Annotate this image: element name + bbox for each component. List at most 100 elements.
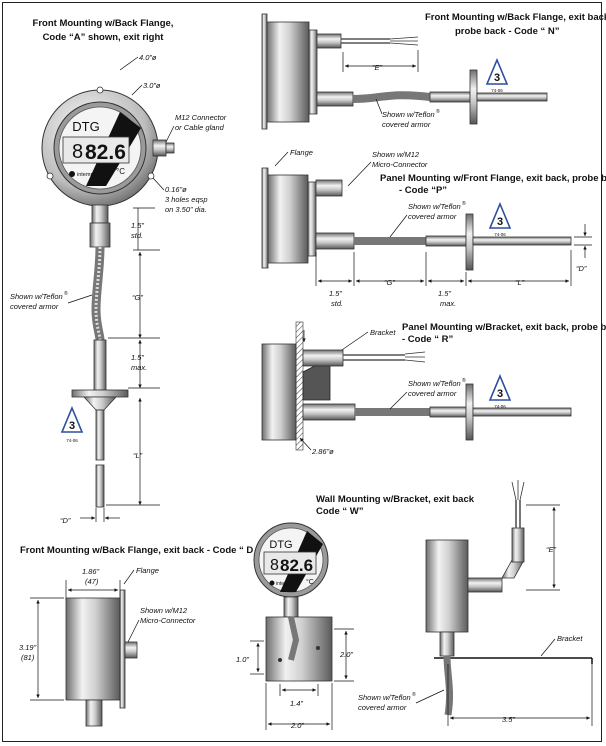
- maker-name: intempco: [77, 172, 99, 178]
- svg-text:®: ®: [412, 691, 416, 698]
- cable-wires: [389, 36, 419, 46]
- logo-number: 3: [69, 420, 75, 432]
- dim-g: “G”: [132, 293, 143, 302]
- elbow-fitting: [501, 559, 525, 579]
- cable: [343, 354, 405, 361]
- lcd-unit: °C: [306, 578, 314, 586]
- section-r-title-line1: Panel Mounting w/Bracket, exit back, pro…: [402, 322, 606, 333]
- svg-text:8: 8: [270, 557, 279, 574]
- dim-3-dia: 3.0”ø: [143, 81, 161, 90]
- micro-label-line2: Micro-Connector: [372, 160, 428, 169]
- holes-label-line2: 3 holes eqsp: [165, 195, 208, 204]
- svg-text:74-06: 74-06: [494, 232, 506, 237]
- section-w-title-line1: Wall Mounting w/Bracket, exit back: [316, 494, 475, 505]
- armor-hose: [443, 655, 454, 716]
- armor-fitting: [302, 403, 356, 421]
- probe-shaft: [476, 92, 548, 102]
- section-w-title-line2: Code “ W”: [316, 506, 364, 517]
- dim-186: 1.86”: [82, 567, 100, 576]
- leader-line: [299, 437, 312, 451]
- armor-hose: [288, 616, 300, 661]
- svg-text:3: 3: [497, 216, 503, 228]
- dim-std-value: 1.5”: [131, 221, 144, 230]
- 3a-sanitary-logo: 3 74-06: [485, 57, 509, 93]
- dim-max-value: 1.5”: [131, 353, 144, 362]
- section-w: Wall Mounting w/Bracket, exit back Code …: [236, 480, 593, 730]
- bracket-label: Bracket: [370, 328, 396, 337]
- armor-label-line1: Shown w/Teflon: [408, 202, 461, 211]
- armor-fitting: [85, 699, 103, 727]
- dim-81: (81): [21, 653, 35, 662]
- section-d: Front Mounting w/Back Flange, exit back …: [19, 545, 261, 727]
- leader-line: [131, 84, 143, 96]
- stem-fitting: [439, 631, 455, 657]
- leader-line: [375, 98, 383, 115]
- 3a-sanitary-logo: 3 74-06: [488, 201, 512, 237]
- bracket-label: Bracket: [557, 634, 583, 643]
- armor-label-line2: covered armor: [10, 302, 59, 311]
- cable-wires: [404, 351, 426, 363]
- probe-shaft: [95, 409, 105, 461]
- maker-logo-icon: [269, 580, 275, 586]
- svg-text:3: 3: [494, 72, 500, 84]
- probe-upper: [429, 91, 471, 103]
- cable: [515, 500, 521, 528]
- svg-text:3: 3: [497, 388, 503, 400]
- probe-upper: [425, 235, 467, 247]
- dim-4-dia: 4.0”ø: [139, 53, 157, 62]
- lcd-unit: °C: [116, 167, 125, 176]
- armor-label-line1: Shown w/Teflon: [358, 693, 411, 702]
- panel-wall: [295, 321, 304, 451]
- wall-bracket-plate: [265, 616, 333, 682]
- sanitary-clamp-flange: [71, 389, 129, 398]
- svg-text:®: ®: [436, 108, 440, 115]
- lcd-window: [263, 551, 317, 575]
- dim-max-word: max.: [440, 299, 456, 308]
- svg-text:74-06: 74-06: [494, 404, 506, 409]
- dim-14: 1.4”: [290, 699, 303, 708]
- leader-line: [119, 56, 139, 71]
- armor-fitting: [315, 232, 355, 250]
- leader-line: [347, 161, 372, 187]
- dim-20-horizontal: 2.0”: [290, 721, 304, 730]
- lcd-reading: 82.6: [85, 141, 126, 164]
- section-p-title-line2: - Code “P”: [399, 185, 447, 196]
- section-r-title-line2: - Code “ R”: [402, 334, 453, 345]
- leader-line: [540, 638, 556, 657]
- dim-max-word: max.: [131, 363, 147, 372]
- dim-d: “D”: [576, 264, 587, 273]
- sanitary-clamp-flange: [465, 213, 474, 271]
- dim-l: “L”: [515, 278, 525, 287]
- bracket-hole: [316, 646, 320, 650]
- section-a-title-line1: Front Mounting w/Back Flange,: [33, 18, 174, 29]
- logo-code: 74-06: [66, 438, 78, 443]
- maker-logo-icon: [69, 171, 75, 177]
- section-p: Panel Mounting w/Front Flange, exit back…: [261, 148, 606, 308]
- back-flange: [119, 589, 126, 709]
- armor-label-line1: Shown w/Teflon: [408, 379, 461, 388]
- leader-line: [127, 619, 140, 643]
- gauge-housing: [266, 21, 310, 123]
- leader-line: [165, 125, 175, 143]
- m12-label-line2: or Cable gland: [175, 123, 225, 132]
- armor-fitting: [89, 222, 111, 248]
- gauge-brand-label: DTG: [269, 539, 292, 551]
- dim-286-dia: 2.86”ø: [311, 447, 334, 456]
- dim-std-word: std.: [131, 231, 143, 240]
- section-d-title: Front Mounting w/Back Flange, exit back …: [20, 545, 261, 556]
- stem-fitting: [283, 596, 299, 618]
- m12-connector: [302, 349, 344, 367]
- leader-line: [389, 214, 408, 238]
- sanitary-clamp-flange: [469, 69, 478, 125]
- dim-std-value: 1.5”: [329, 289, 342, 298]
- dim-35: 3.5”: [502, 715, 515, 724]
- flange-label: Flange: [290, 148, 313, 157]
- leader-line: [415, 689, 445, 704]
- leader-line: [152, 177, 165, 191]
- probe-shaft: [472, 236, 572, 246]
- mounting-hole: [46, 172, 54, 180]
- section-n: Front Mounting w/Back Flange, exit back,…: [261, 12, 606, 130]
- armor-hose: [352, 91, 431, 103]
- svg-text:®: ®: [462, 200, 466, 207]
- svg-text:®: ®: [64, 290, 68, 297]
